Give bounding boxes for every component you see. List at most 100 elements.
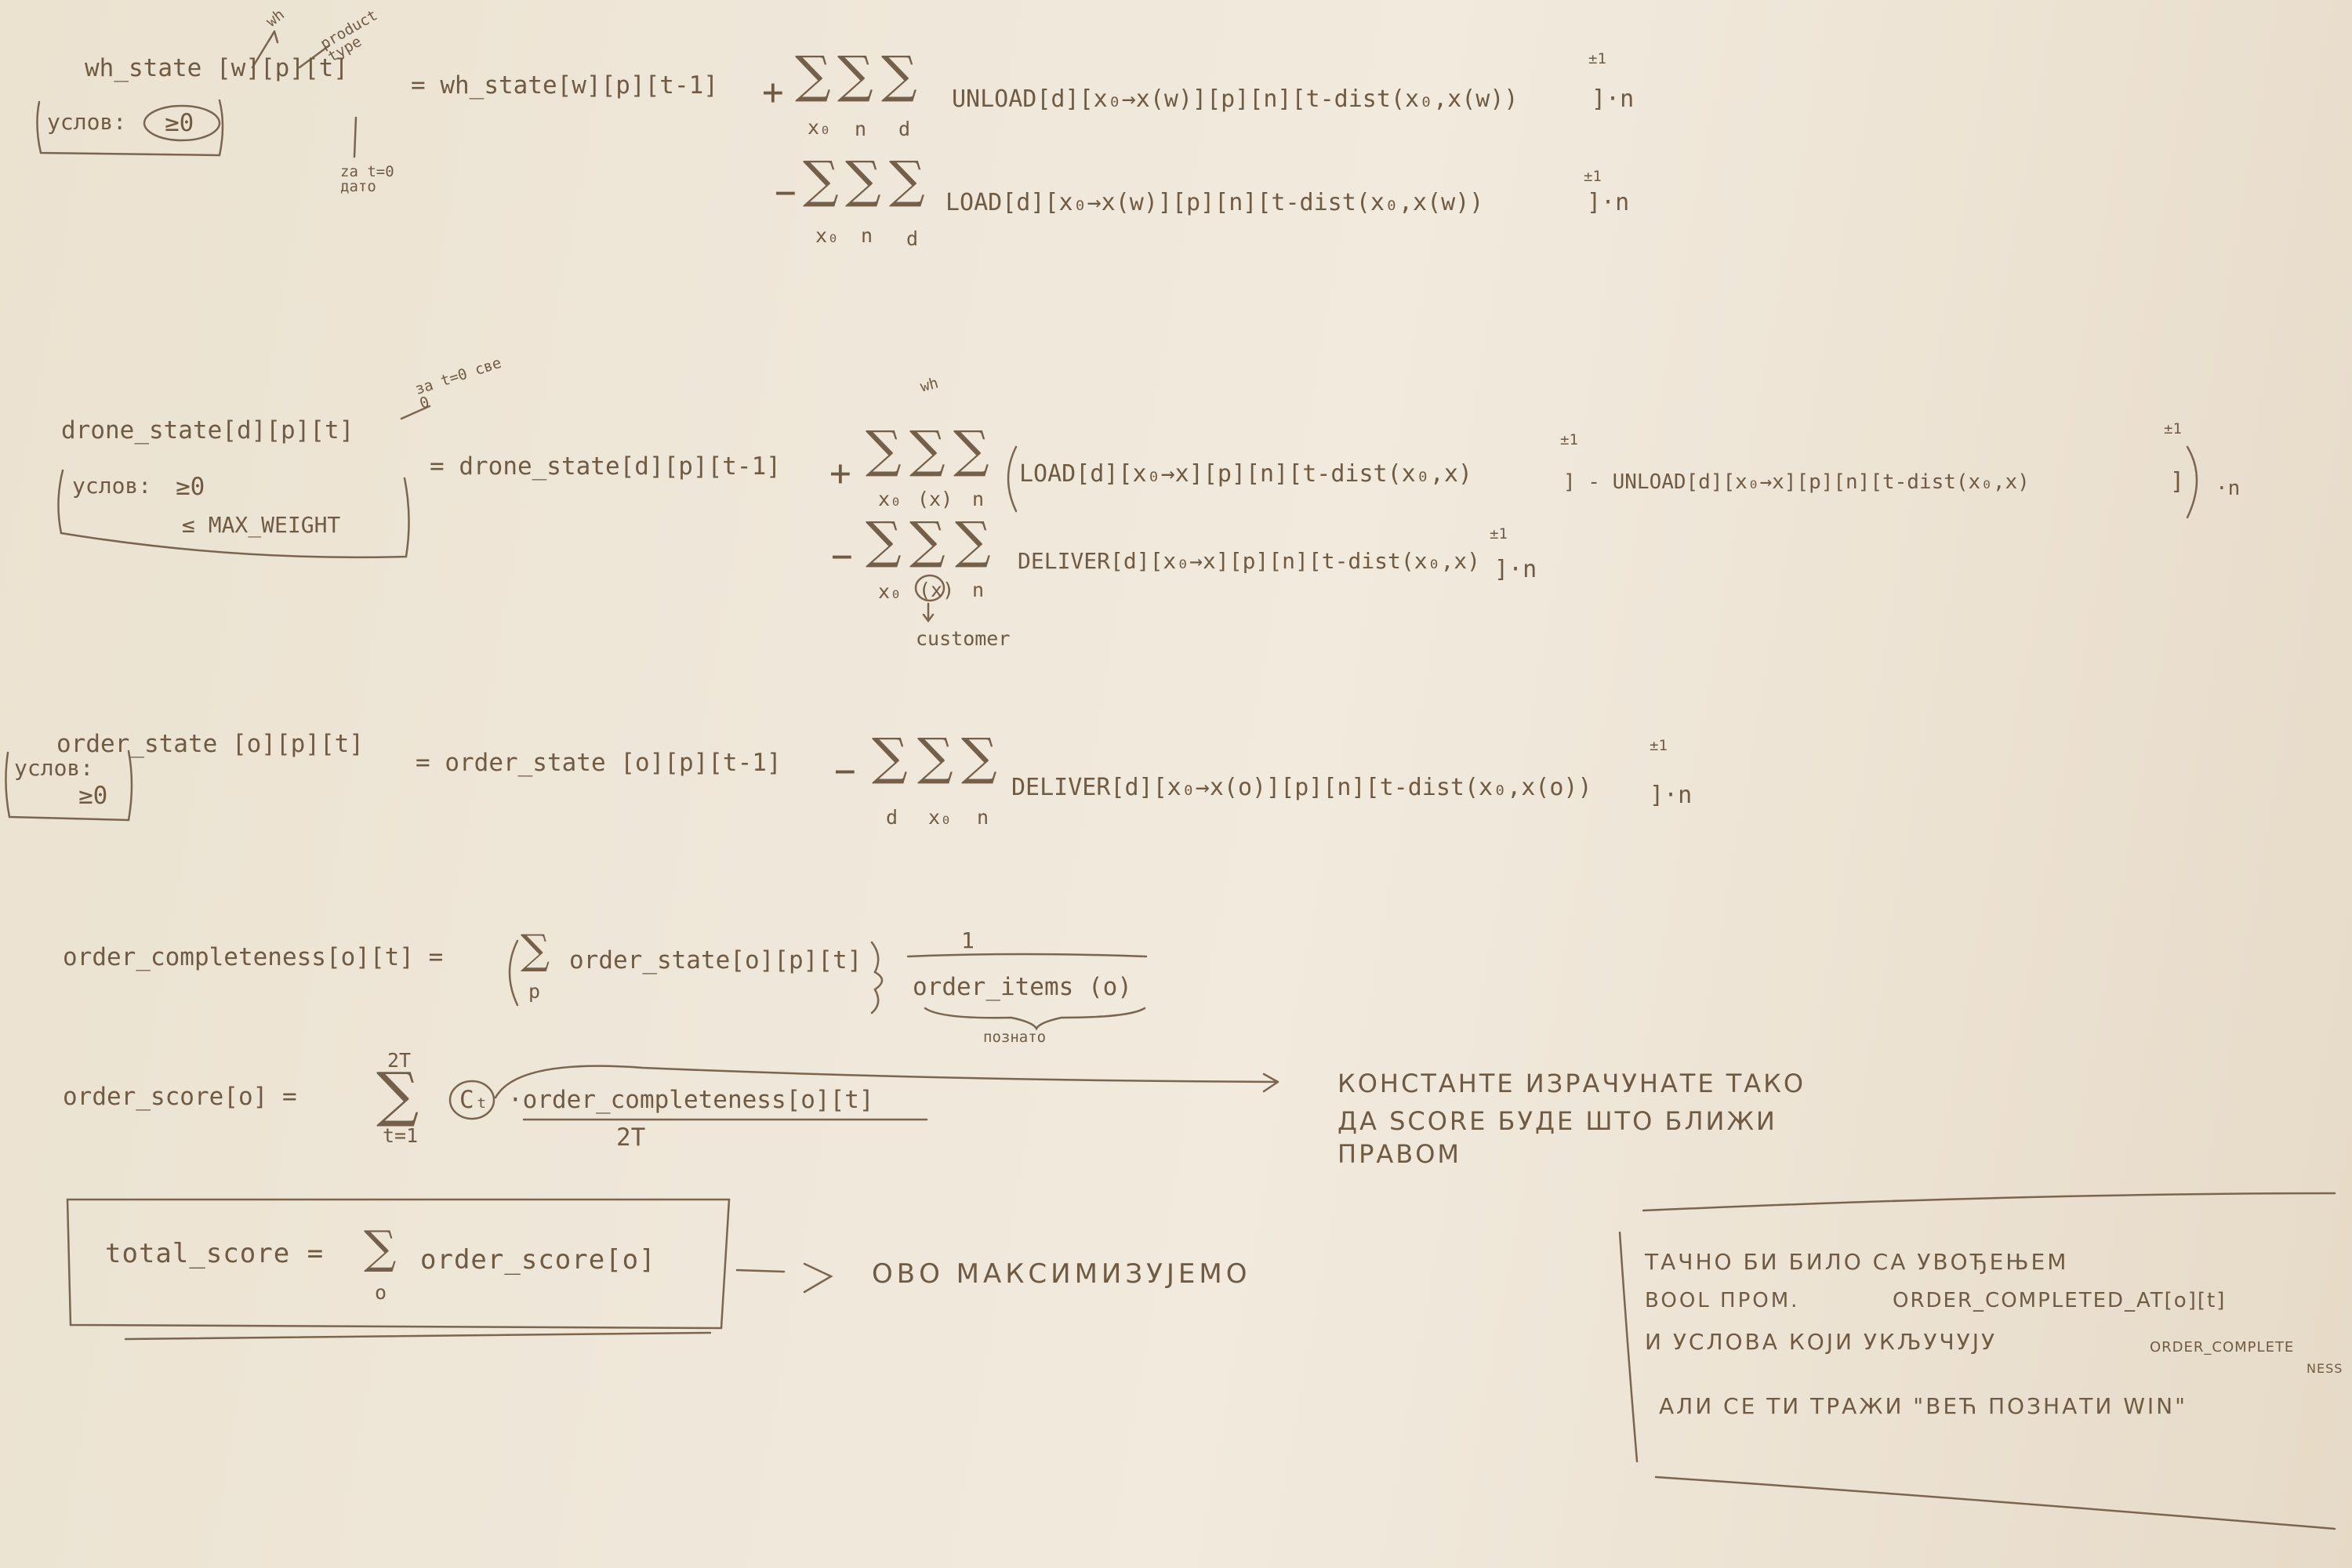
- eq3-sum-1: ∑: [872, 728, 908, 786]
- condition-bracket-eq3: [5, 750, 133, 822]
- eq2-sum-1: ∑: [866, 421, 902, 479]
- eq2-load-end: ]: [2170, 468, 2185, 495]
- eq6-note: ОВО МАКСИМИЗУЈЕМО: [872, 1258, 1251, 1290]
- total-score-box: [66, 1198, 731, 1330]
- eq5-numerator: ·order_completeness[o][t]: [508, 1086, 874, 1114]
- eq1-load-term: LOAD[d][x₀→x(w)][p][n][t-dist(x₀,x(w)): [946, 189, 1484, 216]
- eq6-sum: ∑: [364, 1221, 397, 1274]
- eq4-sum-p: p: [528, 980, 541, 1003]
- side-note-line1: ТАЧНО БИ БИЛО СА УВОЂЕЊЕМ: [1645, 1249, 2069, 1275]
- eq2-minus: −: [831, 535, 853, 577]
- eq1-pm-2: ±1: [1584, 168, 1602, 185]
- eq2-annotation-customer: customer: [916, 627, 1011, 650]
- side-note-line2b: ORDER_COMPLETED_AT[o][t]: [1893, 1289, 2227, 1312]
- eq2-dot-n: ·n: [2216, 477, 2241, 500]
- eq3-cond-value: ≥0: [78, 782, 108, 810]
- side-note-line2a: BOOL ПРОМ.: [1645, 1289, 1800, 1312]
- underbrace-eq4: [924, 1007, 1146, 1031]
- eq6-term: order_score[o]: [420, 1244, 656, 1276]
- eq5-denominator: 2T: [616, 1123, 646, 1152]
- paren-right-eq2: [2186, 445, 2198, 519]
- eq2-deliver-term: DELIVER[d][x₀→x][p][n][t-dist(x₀,x): [1018, 548, 1481, 574]
- eq2-sum-n-2: n: [972, 579, 985, 601]
- total-score-box-shadow: [124, 1331, 712, 1341]
- eq3-lhs: order_state [o][p][t]: [56, 730, 364, 758]
- eq2-cond-label: услов:: [72, 473, 152, 499]
- side-note-line4: АЛИ СЕ ТИ ТРАЖИ "ВЕЋ ПОЗНАТИ WIN": [1659, 1393, 2187, 1419]
- eq5-ct: Cₜ: [459, 1086, 489, 1114]
- eq2-sum-6: ∑: [955, 512, 991, 570]
- eq1-cond-label: услов:: [47, 109, 127, 135]
- eq1-sum-n: n: [855, 118, 867, 140]
- condition-circle-eq1: [143, 104, 221, 142]
- eq4-sum: ∑: [521, 927, 550, 974]
- condition-bracket-eq2: [57, 469, 410, 559]
- eq1-sum-2: ∑: [837, 46, 873, 104]
- eq5-sum-bottom: t=1: [383, 1124, 419, 1147]
- annotation-arrow-t0-eq2: [400, 405, 431, 420]
- side-note-left-line: [1618, 1231, 1639, 1463]
- eq1-sum-5: ∑: [845, 151, 881, 209]
- eq4-denominator: order_items (o): [913, 973, 1132, 1001]
- eq2-rhs: = drone_state[d][p][t-1]: [430, 452, 781, 481]
- annotation-arrow-product: [298, 44, 331, 69]
- paren-left-eq2: [1007, 445, 1018, 513]
- eq1-rhs: = wh_state[w][p][t-1]: [411, 71, 718, 100]
- arrow-to-note-eq5: [494, 1065, 1279, 1099]
- eq2-sum-x-2: (x): [919, 579, 955, 601]
- side-note-line3c: NESS: [2307, 1361, 2343, 1376]
- eq1-unload-end: ]·n: [1592, 85, 1635, 113]
- side-note-top-line: [1642, 1192, 2336, 1212]
- eq1-cond-value: ≥0: [165, 109, 194, 137]
- eq3-pm: ±1: [1650, 737, 1668, 754]
- eq5-lhs: order_score[o] =: [63, 1083, 297, 1111]
- circle-ct: [448, 1080, 495, 1120]
- eq5-sum-top: 2T: [387, 1049, 412, 1072]
- eq2-deliver-end: ]·n: [1494, 556, 1537, 583]
- eq1-sum-6: ∑: [889, 151, 925, 209]
- annotation-arrow-wh: [251, 30, 279, 69]
- eq1-lhs: wh_state [w][p][t]: [85, 54, 348, 82]
- eq6-sum-bottom: o: [375, 1281, 387, 1304]
- eq1-annotation-t0: za t=0 дато: [340, 163, 394, 195]
- eq1-plus: +: [762, 71, 784, 113]
- annotation-pointer-t0: [353, 116, 358, 158]
- eq1-sum-n-2: n: [861, 224, 873, 247]
- eq5-note-line3: ПРАВОМ: [1338, 1139, 1461, 1169]
- brace-right-eq4: [870, 941, 884, 1014]
- eq3-sum-x0: x₀: [928, 806, 953, 829]
- eq5-sum: ∑: [376, 1059, 419, 1129]
- eq3-sum-2: ∑: [917, 728, 953, 786]
- eq1-unload-term: UNLOAD[d][x₀→x(w)][p][n][t-dist(x₀,x(w)): [952, 85, 1519, 113]
- eq6-lhs: total_score =: [105, 1238, 325, 1269]
- eq1-minus: −: [775, 171, 797, 213]
- eq2-sum-x0-2: x₀: [878, 580, 902, 603]
- eq2-pm-2: ±1: [2164, 420, 2182, 437]
- eq1-sum-x0-2: x₀: [815, 224, 840, 247]
- eq1-sum-1: ∑: [795, 46, 831, 104]
- fraction-bar-eq4: [906, 953, 1148, 958]
- eq2-lhs: drone_state[d][p][t]: [61, 416, 354, 445]
- eq2-cond-ge: ≥0: [176, 473, 205, 501]
- eq2-pm-1: ±1: [1560, 431, 1578, 448]
- circle-x-eq2: [914, 574, 946, 602]
- eq2-pm-3: ±1: [1490, 525, 1508, 543]
- eq3-minus: −: [834, 750, 856, 792]
- eq3-deliver-term: DELIVER[d][x₀→x(o)][p][n][t-dist(x₀,x(o)…: [1011, 774, 1592, 801]
- eq4-lhs: order_completeness[o][t] =: [63, 943, 444, 971]
- eq1-pm-1: ±1: [1588, 50, 1606, 67]
- eq2-plus: +: [829, 452, 851, 494]
- eq1-sum-4: ∑: [803, 151, 839, 209]
- condition-bracket-eq1: [36, 99, 224, 157]
- eq2-load-term: LOAD[d][x₀→x][p][n][t-dist(x₀,x): [1019, 460, 1472, 488]
- eq3-sum-3: ∑: [961, 728, 997, 786]
- eq3-sum-n: n: [977, 806, 989, 829]
- eq1-sum-x0: x₀: [808, 116, 832, 139]
- eq4-term: order_state[o][p][t]: [569, 946, 862, 975]
- eq5-note-line1: КОНСТАНТЕ ИЗРАЧУНАТЕ ТАКО: [1338, 1069, 1806, 1098]
- eq2-sum-4: ∑: [866, 512, 902, 570]
- side-note-line3b: ORDER_COMPLETE: [2150, 1339, 2295, 1356]
- eq2-unload-term: ] - UNLOAD[d][x₀→x][p][n][t-dist(x₀,x): [1563, 470, 2030, 494]
